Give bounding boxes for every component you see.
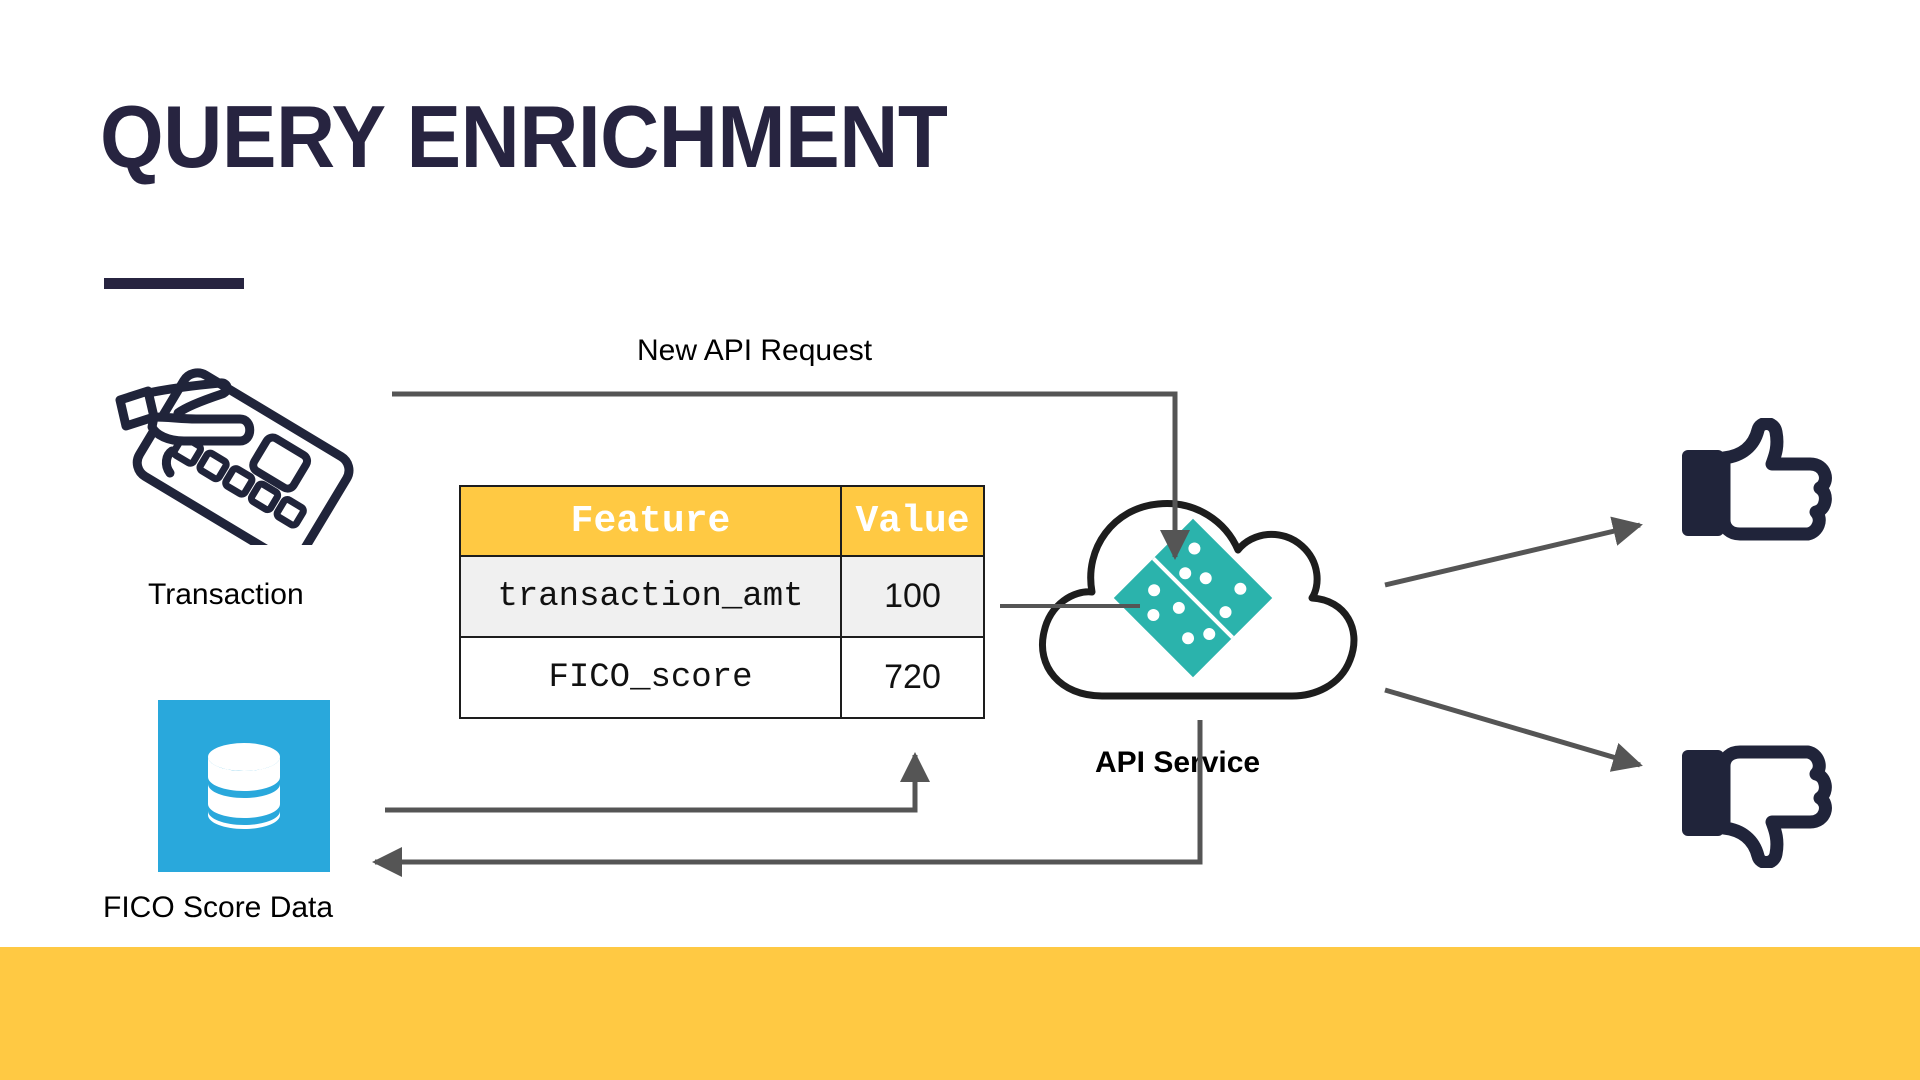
table-row: FICO_score 720	[459, 636, 985, 719]
api-service-label: API Service	[1095, 746, 1261, 779]
fico-data-tile	[158, 700, 330, 872]
edge-lookup-request	[372, 720, 1203, 877]
edge-approve	[1384, 516, 1643, 588]
table-row: transaction_amt 100	[459, 555, 985, 638]
feature-value-table: Feature Value transaction_amt 100 FICO_s…	[459, 485, 985, 719]
edge-lookup-response	[385, 752, 930, 813]
title-accent-rule	[104, 278, 244, 289]
fico-score-data-label: FICO Score Data	[103, 891, 334, 924]
cell-value: 720	[840, 636, 985, 719]
cell-feature: FICO_score	[459, 636, 842, 719]
column-header-feature: Feature	[459, 485, 842, 557]
api-service-cloud	[1030, 470, 1360, 720]
cell-value: 100	[840, 555, 985, 638]
bottom-accent-band	[0, 947, 1920, 1080]
thumbs-down-icon	[1680, 730, 1845, 869]
cell-feature: transaction_amt	[459, 555, 842, 638]
table-header-row: Feature Value	[459, 485, 985, 557]
page-title: QUERY ENRICHMENT	[100, 87, 948, 186]
column-header-value: Value	[840, 485, 985, 557]
hand-holding-credit-card-icon	[108, 355, 370, 565]
database-icon	[208, 743, 280, 829]
edge-decline	[1384, 687, 1643, 772]
new-api-request-label: New API Request	[637, 334, 873, 367]
thumbs-up-icon	[1680, 417, 1845, 556]
transaction-label: Transaction	[148, 578, 304, 611]
